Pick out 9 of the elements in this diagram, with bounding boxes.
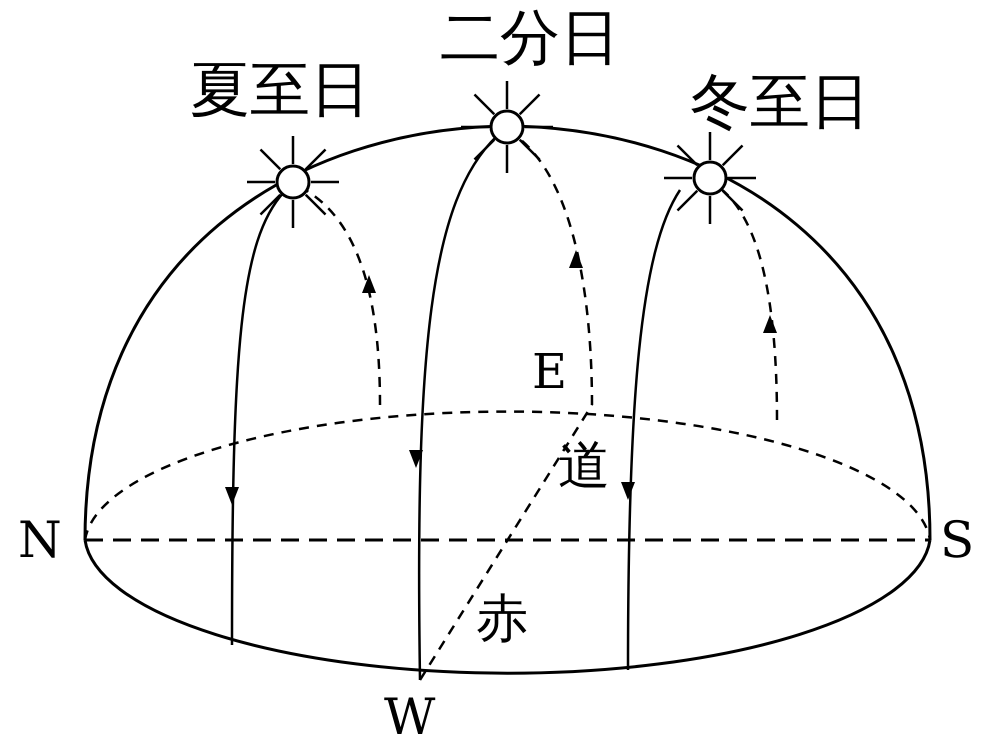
solstice-label: 冬至日 — [690, 72, 870, 132]
solstice-label: 夏至日 — [190, 60, 370, 120]
equator-label: 道 — [558, 440, 610, 492]
direction-label: E — [532, 348, 568, 396]
equator-label: 赤 — [476, 593, 528, 645]
direction-label: W — [384, 692, 436, 742]
direction-label: S — [940, 515, 974, 565]
equinox-label: 二分日 — [440, 8, 620, 68]
direction-label: N — [18, 515, 62, 565]
